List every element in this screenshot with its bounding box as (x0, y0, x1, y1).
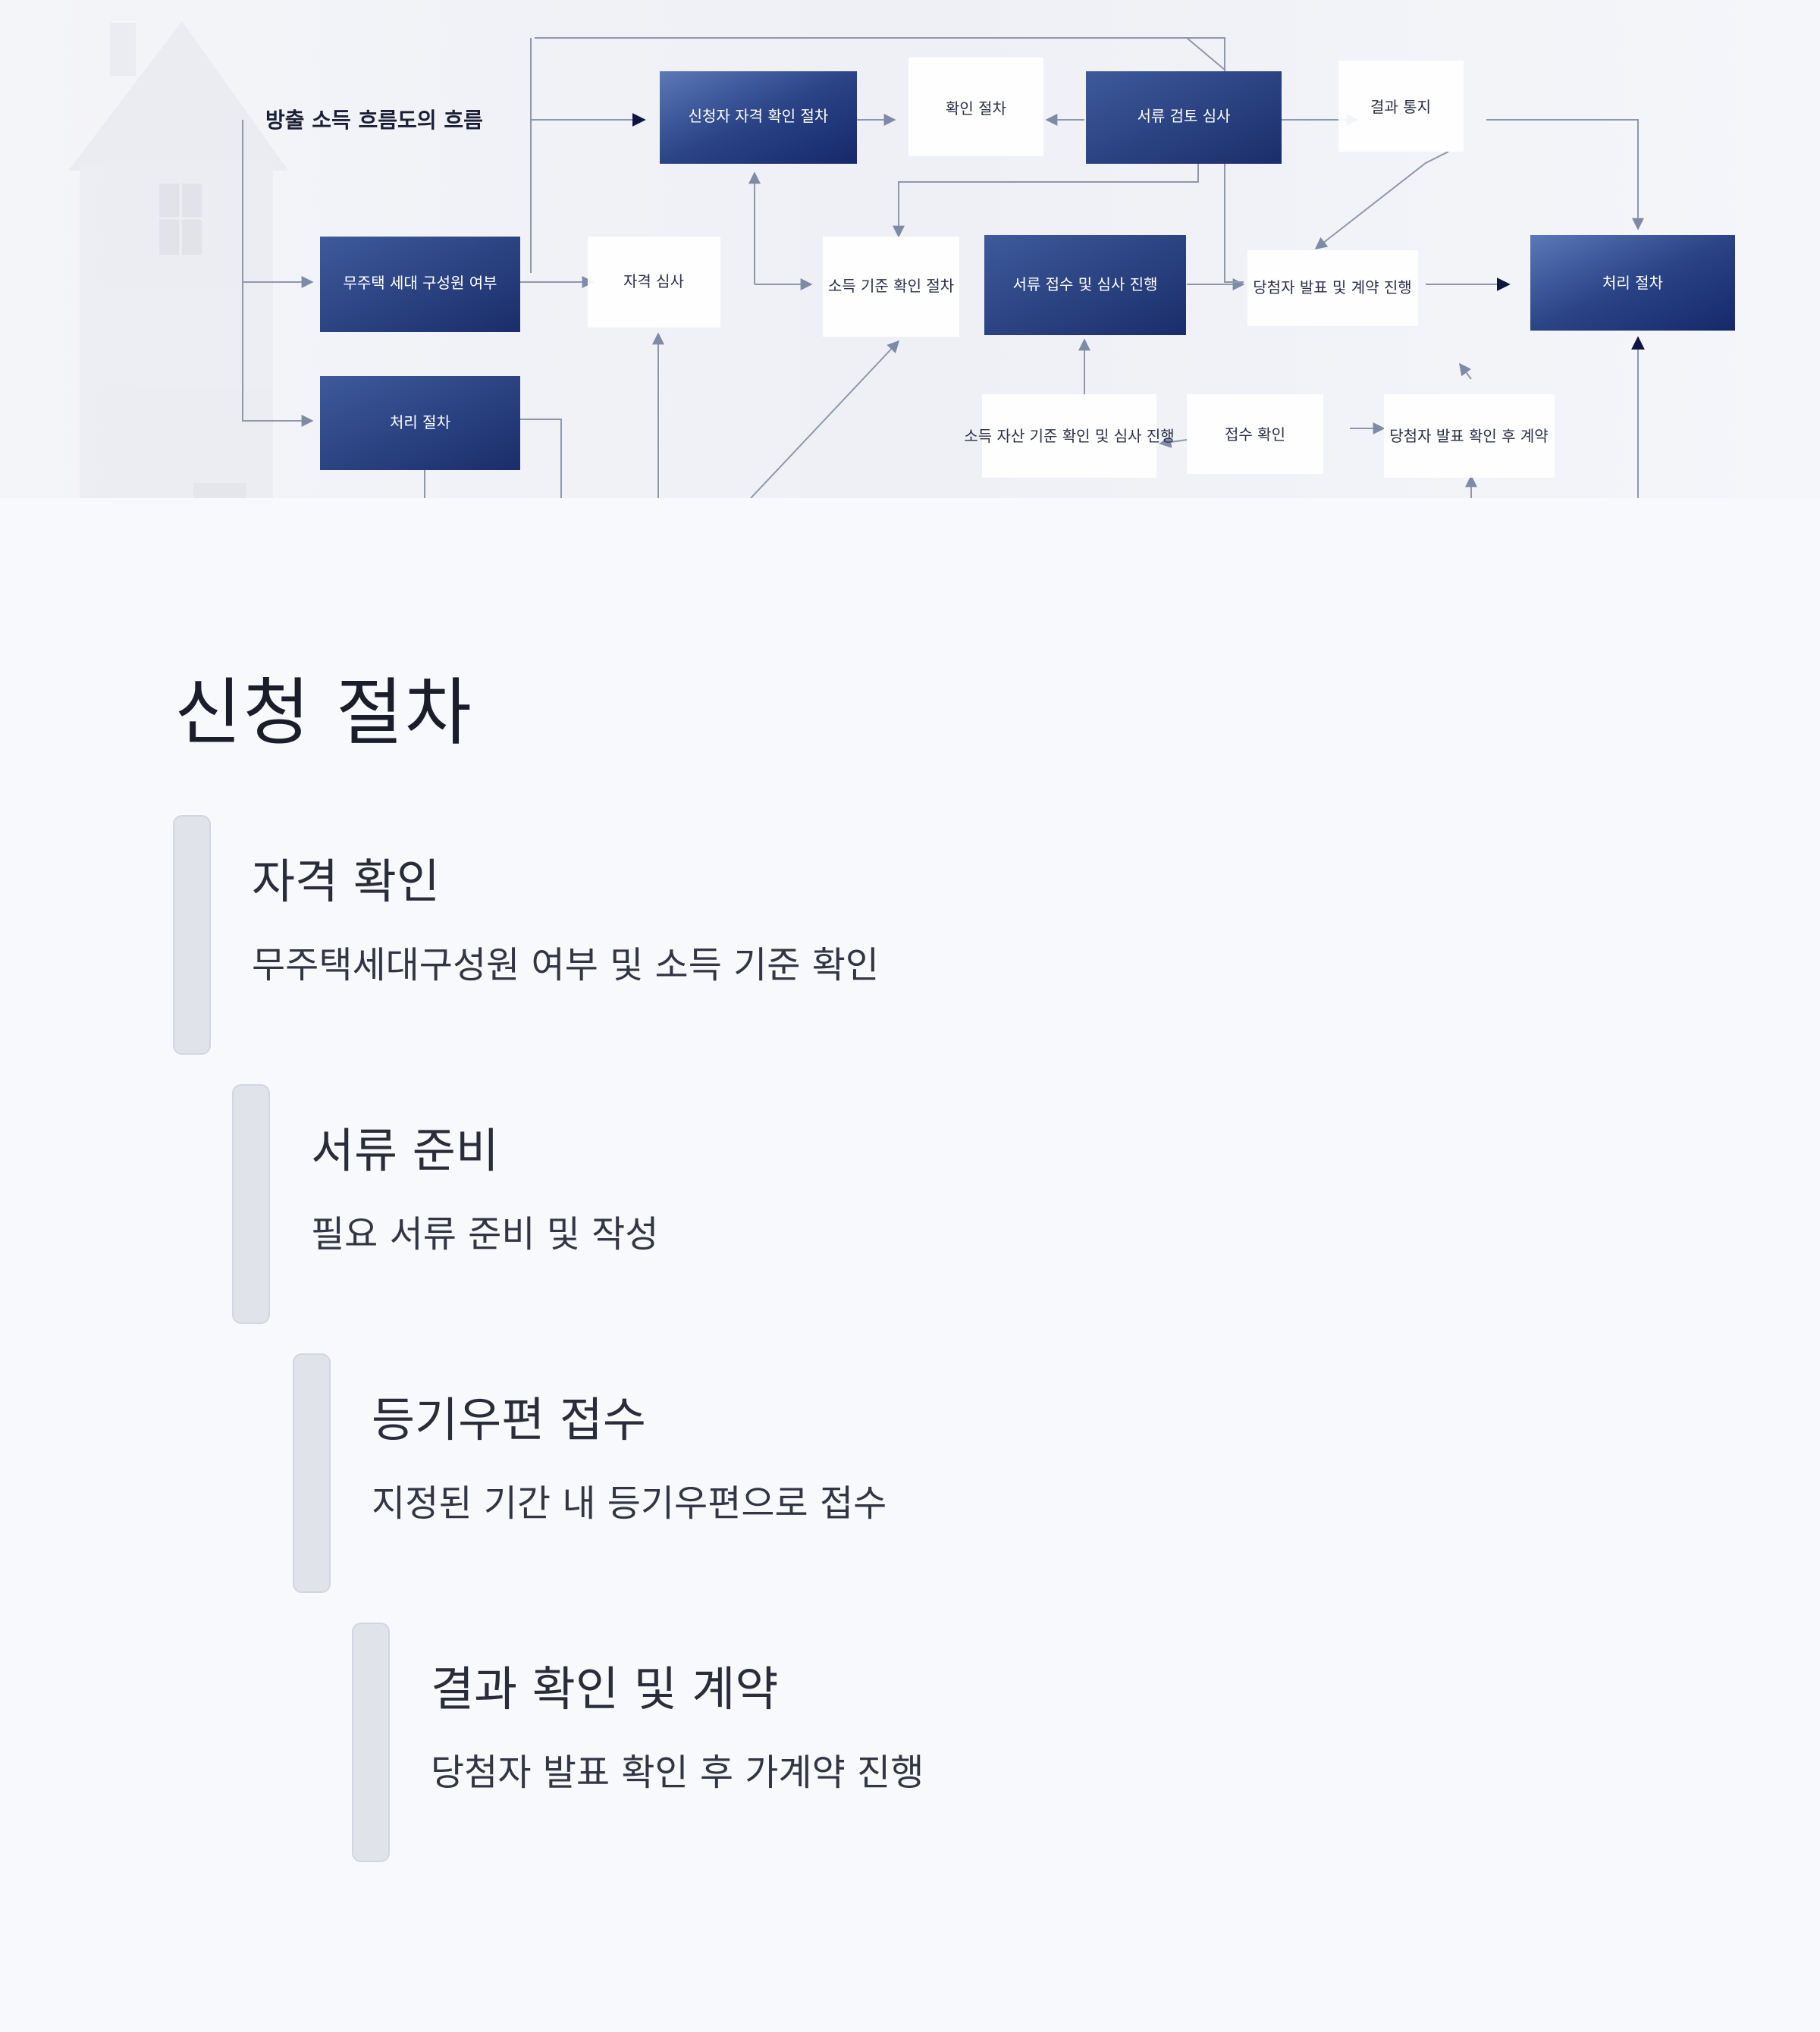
svg-text:소득 기준 확인 절차: 소득 기준 확인 절차 (828, 277, 954, 295)
flowchart-box: 당첨자 발표 및 계약 진행 (1247, 250, 1418, 326)
step-description: 무주택세대구성원 여부 및 소득 기준 확인 (252, 944, 880, 986)
hero-flowchart-image: 방출 소득 흐름도의 흐름 신청자 자격 확인 절차 확인 절차 서류 검토 심… (0, 0, 1820, 498)
flowchart-caption: 방출 소득 흐름도의 흐름 (265, 108, 483, 133)
flowchart-box: 자격 심사 (588, 237, 720, 328)
svg-text:접수 확인: 접수 확인 (1225, 425, 1285, 444)
flowchart-box: 당첨자 발표 확인 후 계약 (1384, 394, 1555, 478)
step-description: 지정된 기간 내 등기우편으로 접수 (372, 1482, 887, 1525)
svg-text:소득 자산 기준 확인 및 심사 진행: 소득 자산 기준 확인 및 심사 진행 (964, 427, 1174, 445)
flowchart-box: 소득 자산 기준 확인 및 심사 진행 (964, 394, 1175, 478)
step-title: 결과 확인 및 계약 (431, 1661, 779, 1717)
flowchart-box: 무주택 세대 구성원 여부 (320, 237, 520, 332)
svg-text:무주택 세대 구성원 여부: 무주택 세대 구성원 여부 (343, 274, 497, 292)
flowchart-box: 소득 기준 확인 절차 (823, 237, 959, 337)
svg-text:처리 절차: 처리 절차 (390, 413, 450, 431)
svg-text:당첨자 발표 및 계약 진행: 당첨자 발표 및 계약 진행 (1253, 278, 1411, 296)
flowchart-box: 신청자 자격 확인 절차 (660, 71, 857, 164)
step-indicator-bar (352, 1623, 390, 1862)
svg-text:자격 심사: 자격 심사 (623, 272, 684, 290)
step-description: 필요 서류 준비 및 작성 (311, 1213, 659, 1256)
svg-text:처리 절차: 처리 절차 (1602, 274, 1663, 292)
flowchart-box: 접수 확인 (1187, 394, 1323, 474)
step-title: 자격 확인 (252, 854, 440, 909)
svg-text:당첨자 발표 확인 후 계약: 당첨자 발표 확인 후 계약 (1389, 427, 1548, 445)
step-indicator-bar (232, 1084, 270, 1324)
svg-text:서류 접수 및 심사 진행: 서류 접수 및 심사 진행 (1012, 275, 1157, 293)
flowchart-box: 서류 접수 및 심사 진행 (984, 235, 1186, 335)
svg-text:서류 검토 심사: 서류 검토 심사 (1137, 107, 1230, 125)
flowchart-illustration: 방출 소득 흐름도의 흐름 신청자 자격 확인 절차 확인 절차 서류 검토 심… (0, 0, 1820, 498)
house-icon (68, 21, 288, 498)
svg-text:신청자 자격 확인 절차: 신청자 자격 확인 절차 (689, 107, 829, 125)
flowchart-box: 확인 절차 (908, 58, 1043, 156)
flowchart-box: 처리 절차 (320, 376, 520, 470)
flowchart-box: 결과 통지 (1338, 61, 1464, 152)
step-description: 당첨자 발표 확인 후 가계약 진행 (431, 1751, 924, 1794)
flowchart-box: 서류 검토 심사 (1086, 71, 1282, 164)
step-title: 서류 준비 (311, 1123, 499, 1178)
flowchart-box: 처리 절차 (1530, 235, 1735, 331)
section-title: 신청 절차 (174, 670, 473, 755)
step-title: 등기우편 접수 (372, 1392, 646, 1447)
step-indicator-bar (293, 1353, 331, 1593)
step-indicator-bar (173, 815, 211, 1055)
svg-text:확인 절차: 확인 절차 (946, 99, 1006, 118)
svg-text:결과 통지: 결과 통지 (1370, 98, 1431, 116)
